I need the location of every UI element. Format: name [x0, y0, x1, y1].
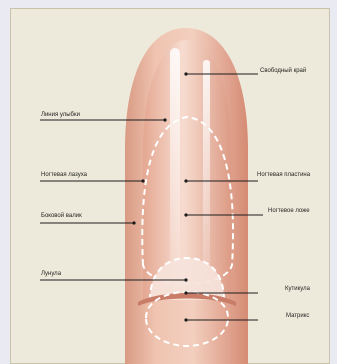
label-nail-groove: Ногтевая лазуха [41, 172, 88, 178]
dot-nail-groove [141, 179, 144, 182]
dot-lunula [184, 278, 187, 281]
label-lateral-fold: Боковой валик [41, 212, 82, 219]
dot-nail-bed [184, 213, 187, 216]
dot-lateral-fold [132, 221, 135, 224]
nail-highlight-right [203, 60, 210, 270]
dot-nail-plate [184, 179, 187, 182]
label-matrix: Матрикс [286, 313, 309, 319]
label-free-edge: Свободный край [260, 67, 306, 74]
label-nail-bed: Ногтевое ложе [268, 208, 310, 214]
label-smile-line: Линия улыбки [41, 112, 80, 118]
label-lunula: Лунула [41, 271, 62, 277]
label-cuticle: Кутикула [285, 286, 311, 292]
label-nail-plate: Ногтевая пластина [257, 172, 311, 178]
dot-matrix [184, 318, 187, 321]
dot-cuticle [184, 291, 187, 294]
dot-free-edge [184, 72, 187, 75]
dot-smile-line [163, 118, 166, 121]
nail-highlight-left [170, 48, 180, 268]
